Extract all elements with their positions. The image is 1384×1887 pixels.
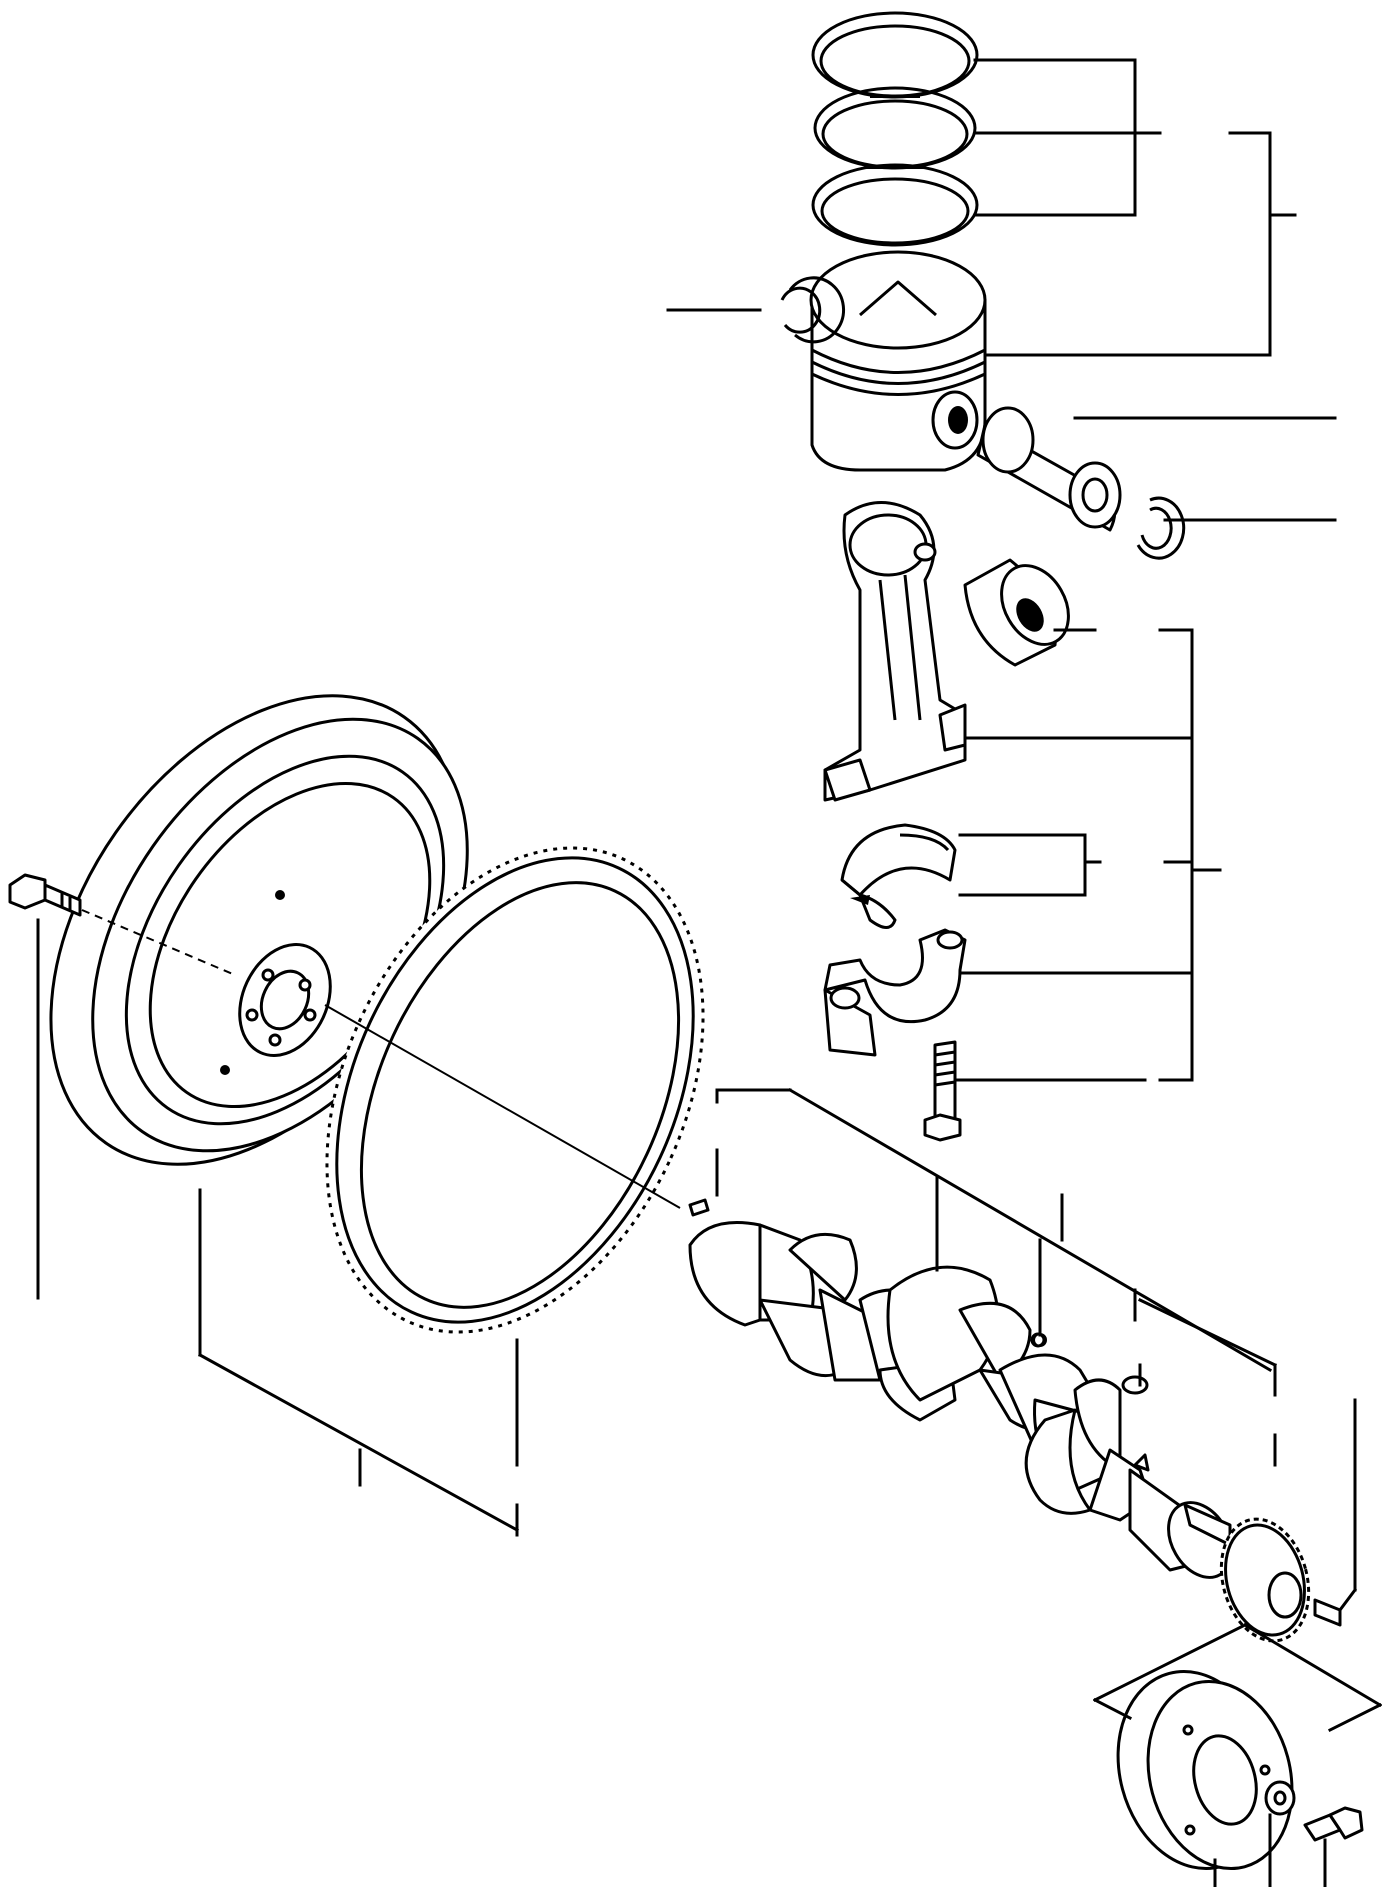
crankshaft-icon[interactable] (688, 1221, 1244, 1589)
washer-icon[interactable] (1264, 1780, 1296, 1816)
snap-ring-icon[interactable] (1136, 496, 1186, 560)
bushing-icon[interactable] (963, 554, 1082, 667)
bolt-icon[interactable] (1303, 1806, 1364, 1842)
pulley-icon[interactable] (1097, 1654, 1313, 1886)
pin-icon[interactable] (976, 406, 1122, 532)
bolt-icon[interactable] (8, 873, 82, 917)
piston-rings-icon[interactable] (811, 11, 979, 247)
ring-gear-icon[interactable] (253, 787, 777, 1393)
piston-icon[interactable] (809, 250, 987, 472)
snap-ring-icon[interactable] (780, 276, 846, 344)
bearing-icon[interactable] (840, 823, 957, 929)
leader-lines (36, 58, 1383, 1887)
bolt-icon[interactable] (923, 1040, 962, 1142)
connecting-rod-icon[interactable] (823, 501, 967, 802)
gear-icon[interactable] (1208, 1509, 1342, 1651)
rod-cap-icon[interactable] (823, 928, 967, 1057)
